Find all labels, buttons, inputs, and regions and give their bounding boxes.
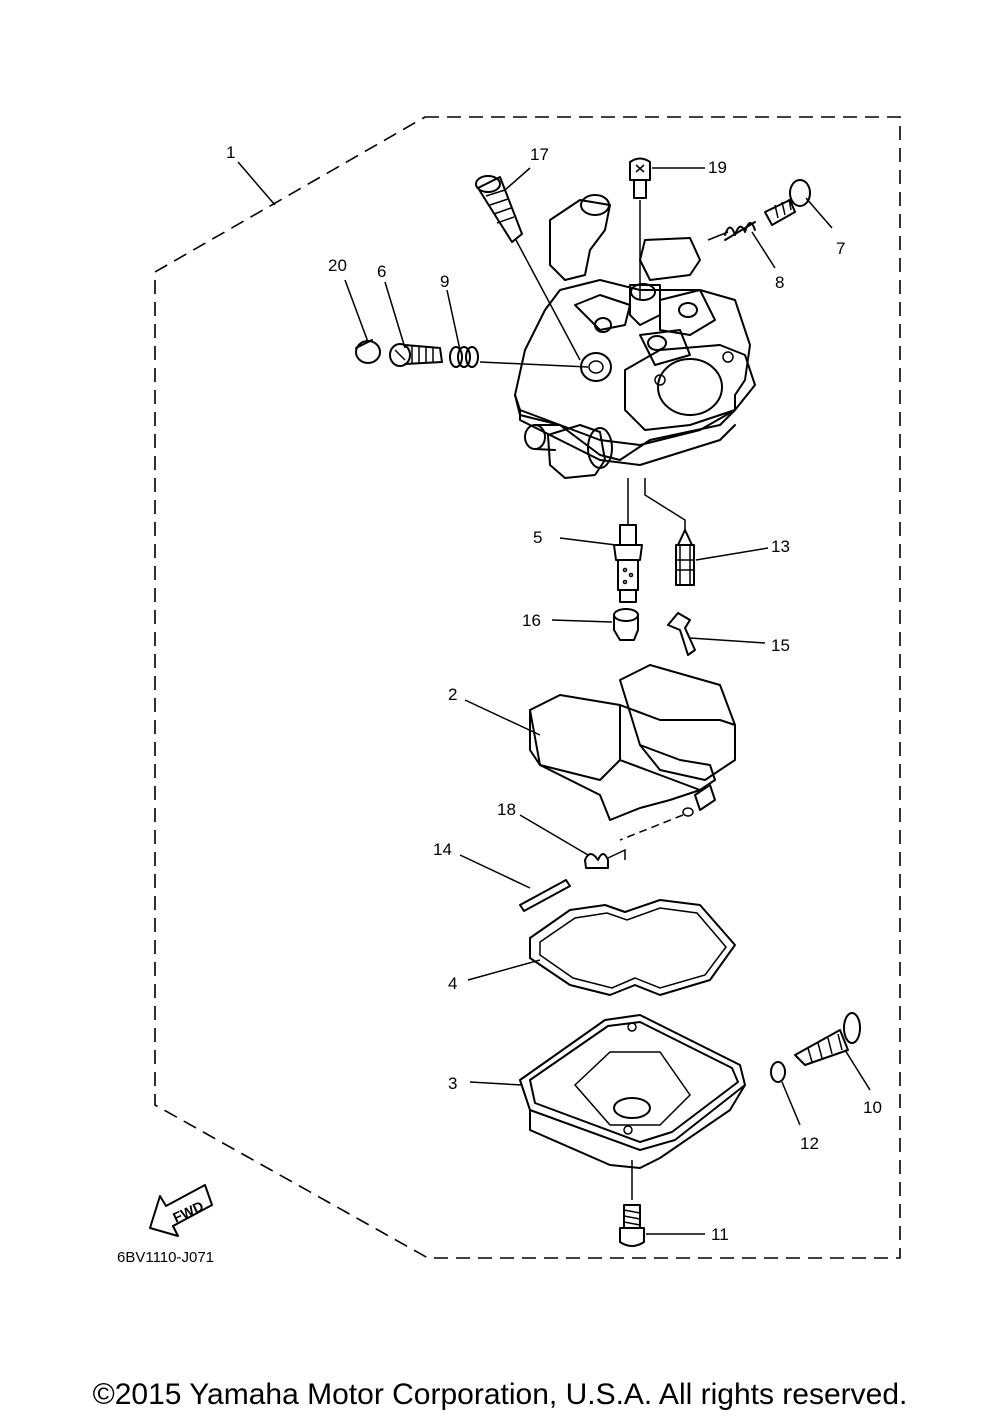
callout-16: 16: [522, 611, 541, 630]
leader-17: [515, 239, 581, 361]
part-2-float: [529, 664, 736, 821]
callout-6: 6: [377, 262, 386, 281]
callout-10: 10: [863, 1098, 882, 1117]
callout-14: 14: [433, 840, 452, 859]
drawing-code: 6BV1110-J071: [117, 1249, 214, 1266]
carburetor-body: [514, 194, 756, 479]
copyright-notice: ©2015 Yamaha Motor Corporation, U.S.A. A…: [92, 1378, 908, 1411]
callout-8: 8: [775, 273, 784, 292]
part-16-jet: [613, 608, 639, 641]
callout-19: 19: [708, 158, 727, 177]
part-19-screw: [629, 157, 651, 199]
callout-5: 5: [533, 528, 542, 547]
callout-1: 1: [226, 143, 235, 162]
part-4-gasket: [529, 899, 736, 996]
part-15-clip: [667, 612, 696, 656]
part-12-o-ring: [770, 1061, 786, 1083]
part-14-pin: [519, 879, 571, 912]
part-18-clip: [584, 848, 626, 869]
leader-9: [479, 361, 589, 368]
callout-18: 18: [497, 800, 516, 819]
part-17-screw: [475, 175, 523, 243]
callout-7: 7: [836, 239, 845, 258]
part-10-screw: [794, 1012, 861, 1066]
part-8-spring: [724, 221, 756, 241]
callout-20: 20: [328, 256, 347, 275]
part-7-screw: [764, 179, 811, 226]
part-6-pilot-screw: [389, 343, 443, 367]
callout-15: 15: [771, 636, 790, 655]
part-11-screw: [619, 1204, 645, 1247]
callout-4: 4: [448, 974, 457, 993]
callout-13: 13: [771, 537, 790, 556]
part-9-spring: [449, 346, 479, 368]
callout-12: 12: [800, 1134, 819, 1153]
callout-17: 17: [530, 145, 549, 164]
callout-9: 9: [440, 272, 449, 291]
callout-3: 3: [448, 1074, 457, 1093]
part-13-needle-valve: [675, 529, 695, 586]
part-5-main-jet: [613, 524, 643, 603]
callout-11: 11: [711, 1225, 729, 1244]
callout-2: 2: [448, 685, 457, 704]
fwd-arrow-icon: FWD: [149, 1184, 213, 1237]
part-20-cap: [355, 339, 381, 364]
assembly-boundary: [154, 116, 901, 1259]
part-3-float-bowl: [519, 1014, 746, 1169]
